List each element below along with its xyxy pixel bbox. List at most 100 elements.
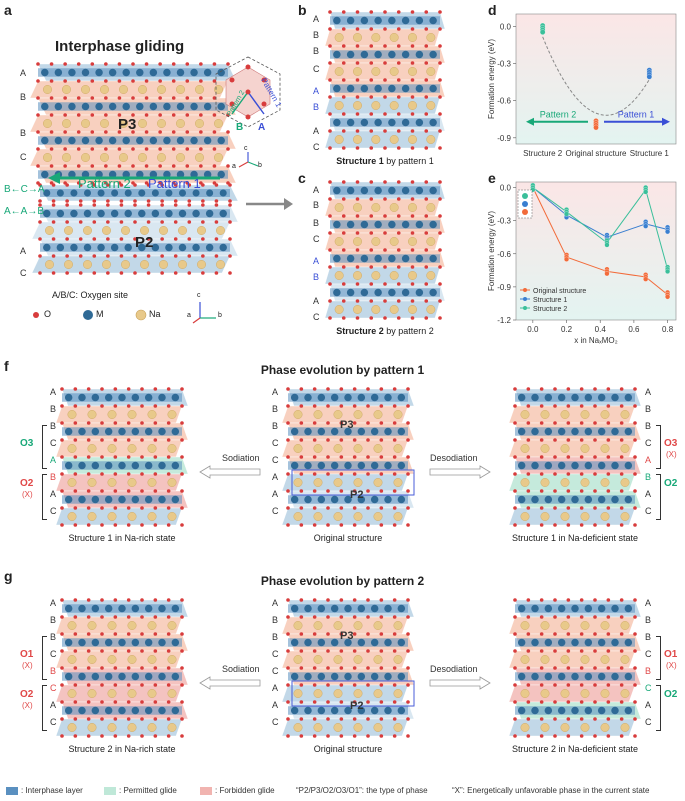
sodium-atom: [334, 305, 344, 314]
sodium-atom: [600, 444, 610, 453]
oxygen-atom: [553, 404, 557, 408]
oxygen-atom: [63, 147, 67, 151]
oxygen-atom: [185, 164, 190, 168]
oxygen-atom: [352, 438, 357, 442]
metal-atom: [624, 495, 633, 504]
sodium-atom: [333, 410, 343, 419]
metal-atom: [304, 706, 312, 715]
metal-atom: [78, 604, 86, 613]
oxygen-atom: [352, 683, 357, 687]
oxygen-atom: [526, 438, 531, 442]
right-caption: Structure 2 in Na-deficient state: [511, 744, 639, 754]
oxygen-atom: [160, 199, 164, 203]
pattern1-sequence: A←A→B: [4, 206, 45, 217]
sodium-atom: [87, 512, 97, 521]
oxygen-atom: [339, 598, 344, 602]
axes-icon-upper: [238, 152, 259, 168]
chart-e-legend-label: Original structure: [533, 288, 586, 295]
oxygen-atom: [119, 183, 124, 187]
oxygen-atom: [619, 717, 624, 721]
oxygen-atom: [133, 183, 137, 187]
oxygen-atom: [312, 523, 317, 527]
oxygen-atom: [366, 666, 370, 670]
metal-atom: [597, 638, 606, 647]
metal-atom: [374, 288, 382, 297]
pattern2-sequence: B←C→A: [4, 184, 45, 195]
oxygen-atom: [326, 734, 330, 738]
oxygen-atom: [60, 598, 64, 602]
metal-atom: [597, 427, 606, 436]
oxygen-atom: [63, 79, 67, 83]
oxygen-atom: [119, 199, 124, 203]
oxygen-atom: [352, 472, 357, 476]
sodium-atom: [313, 723, 323, 732]
sodium-atom: [389, 101, 399, 110]
oxygen-atom: [369, 44, 374, 48]
oxygen-atom: [51, 271, 56, 275]
oxygen-atom: [341, 112, 346, 116]
oxygen-atom: [526, 649, 531, 653]
oxygen-atom: [369, 78, 374, 82]
oxygen-atom: [146, 183, 151, 187]
metal-atom: [384, 604, 392, 613]
oxygen-atom: [513, 615, 517, 619]
oxygen-atom: [328, 10, 332, 14]
oxygen-atom: [593, 666, 597, 670]
chart-e-xtick-label: 0.0: [527, 325, 539, 334]
sodiation-arrow: [199, 465, 261, 479]
metal-atom: [571, 393, 579, 402]
oxygen-atom: [438, 231, 442, 235]
metal-atom: [374, 50, 382, 59]
desodiation-label: Desodiation: [430, 453, 478, 463]
oxygen-atom: [312, 666, 317, 670]
right-layer-label: C: [645, 438, 652, 448]
oxygen-atom: [392, 455, 397, 459]
oxygen-atom: [65, 203, 69, 207]
oxygen-atom: [286, 632, 290, 636]
oxygen-atom: [339, 387, 344, 391]
metal-atom: [388, 186, 396, 195]
oxygen-atom: [566, 666, 571, 670]
oxygen-atom: [140, 632, 144, 636]
oxygen-atom: [383, 27, 387, 31]
axis-a-lower: a: [187, 312, 191, 319]
metal-atom: [219, 209, 227, 218]
oxygen-atom: [438, 78, 442, 82]
metal-atom: [346, 220, 355, 229]
oxygen-atom: [553, 615, 557, 619]
interphase-swatch: [6, 786, 18, 795]
sodium-atom: [520, 512, 530, 521]
left-layer-label: B: [50, 404, 57, 414]
oxygen-atom: [144, 62, 149, 66]
metal-atom: [401, 50, 410, 59]
metal-atom: [149, 170, 158, 179]
sodium-atom: [313, 478, 323, 487]
oxygen-atom: [286, 700, 290, 704]
sodium-atom: [393, 444, 403, 453]
oxygen-atom: [579, 455, 584, 459]
oxygen-atom: [78, 183, 83, 187]
metal-atom: [217, 68, 225, 77]
chart-e-plot-area: [515, 181, 677, 321]
oxygen-atom: [60, 421, 64, 425]
metal-atom: [111, 189, 119, 197]
sodium-atom: [600, 655, 610, 664]
metal-layer-band: [330, 254, 440, 263]
panel-g-title: Phase evolution by pattern 2: [260, 574, 425, 588]
oxygen-atom: [144, 130, 149, 134]
sodium-atom: [540, 444, 550, 453]
chart-e-point: [643, 189, 649, 195]
oxygen-atom: [406, 404, 410, 408]
oxygen-atom: [606, 683, 611, 687]
panel-a-layer-label: A: [20, 68, 27, 78]
metal-layer-band: [38, 170, 228, 179]
sodium-atom: [64, 260, 73, 269]
oxygen-atom: [406, 387, 410, 391]
metal-atom: [388, 288, 396, 297]
metal-atom: [81, 102, 90, 111]
oxygen-atom: [180, 455, 184, 459]
oxygen-atom: [187, 183, 192, 187]
oxygen-atom: [328, 44, 332, 48]
oxygen-atom: [201, 220, 205, 224]
sodium-atom: [83, 260, 92, 269]
